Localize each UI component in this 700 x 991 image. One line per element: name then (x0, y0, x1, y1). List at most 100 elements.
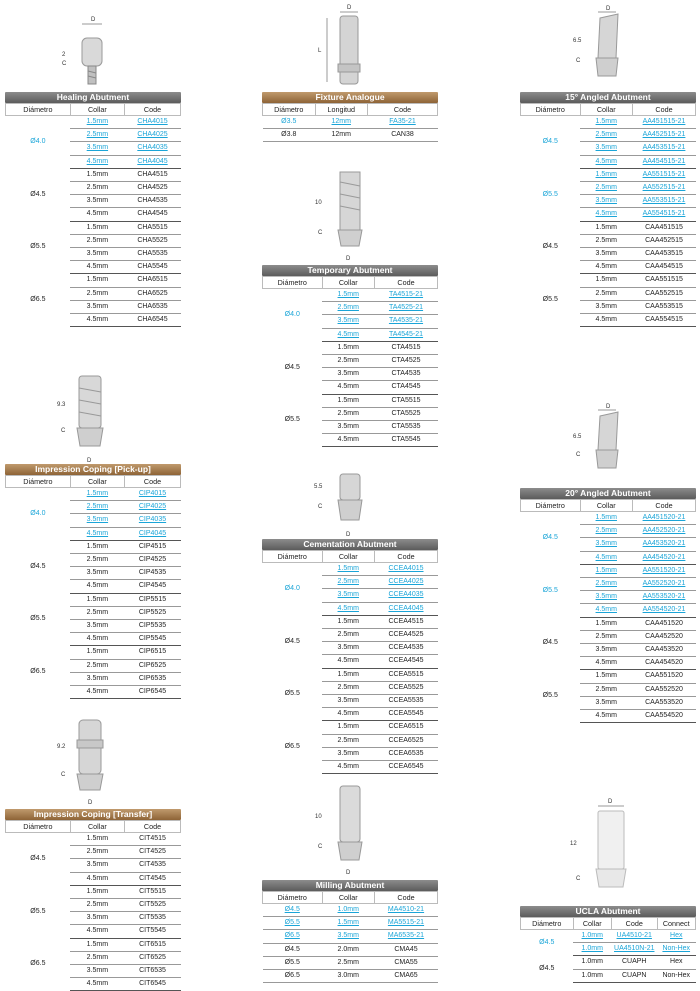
code-cell: CTA4535 (374, 367, 438, 382)
code-cell: AA551515-21 (632, 168, 696, 183)
collar-cell: 1.5mm (70, 938, 125, 952)
collar-cell: 1.0mm (573, 929, 612, 944)
code-cell: CIP6515 (124, 645, 181, 660)
dim-label: D (606, 404, 611, 410)
code-cell: CIP4025 (124, 500, 181, 515)
code-cell: CTA4545 (374, 380, 438, 395)
code-cell: CIP6545 (124, 685, 181, 700)
code-cell: MA6535-21 (374, 929, 438, 944)
code-cell: CHA6545 (124, 313, 181, 328)
dim-label: D (346, 256, 351, 262)
code-cell: CHA6535 (124, 300, 181, 315)
collar-cell: 2.5mm (580, 577, 633, 592)
collar-cell: 4.5mm (580, 551, 633, 565)
header-diametro: Diámetro (520, 917, 574, 930)
diameter-cell: Ø6.5 (30, 296, 46, 304)
header-collar: Collar (321, 891, 375, 904)
collar-cell: 2.5mm (70, 606, 125, 621)
code-cell: CHA6525 (124, 287, 181, 301)
header-diametro: Diámetro (520, 103, 581, 116)
dim-label: D (608, 799, 613, 805)
code-cell: CHA5535 (124, 247, 181, 262)
code-cell: CIT4515 (124, 832, 181, 847)
collar-cell: 1.0mm (573, 955, 612, 970)
code-cell: AA454520-21 (632, 551, 696, 565)
collar-cell: 1.5mm (70, 273, 125, 288)
code-cell: CIP4525 (124, 553, 181, 568)
collar-cell: 2.5mm (322, 628, 375, 643)
collar-cell: 1.5mm (70, 115, 125, 130)
dim-label: D (88, 800, 93, 806)
code-cell: AA452520-21 (632, 524, 696, 539)
collar-cell: 1.5mm (70, 885, 125, 900)
code-cell: CIT5515 (124, 885, 181, 900)
collar-cell: 2.5mm (322, 681, 375, 696)
code-cell: CCEA6525 (374, 734, 438, 748)
collar-cell: 4.5mm (580, 709, 633, 724)
collar-cell: 1.5mm (70, 832, 125, 847)
collar-cell: 1.0mm (573, 969, 612, 983)
collar-cell: 3.5mm (322, 588, 375, 603)
collar-cell: 1.5mm (322, 615, 375, 630)
code-cell: TA4515-21 (374, 288, 438, 303)
collar-cell: 1.5mm (322, 916, 375, 931)
collar-cell: 4.5mm (322, 654, 375, 669)
code-cell: CTA4525 (374, 354, 438, 369)
dim-label: C (61, 772, 66, 778)
collar-cell: 1.5mm (322, 394, 375, 408)
collar-cell: 3.5mm (580, 300, 633, 315)
collar-cell: 1.5mm (580, 168, 633, 183)
code-cell: CIP4515 (124, 540, 181, 555)
code-cell: UA4510N-21 (611, 942, 657, 957)
header-collar: Collar (572, 917, 612, 930)
code-cell: CAA551515 (632, 273, 696, 288)
code-cell: CAA453520 (632, 643, 696, 658)
connect-cell: Hex (657, 929, 696, 944)
collar-cell: 1.5mm (322, 288, 375, 303)
collar-cell: 2.5mm (322, 354, 375, 369)
connect-cell: Non-Hex (657, 942, 696, 957)
pickup-coping-diagram: 9.3 C D (57, 375, 104, 464)
diameter-cell: Ø5.5 (542, 190, 558, 198)
collar-cell: 1.5mm (580, 115, 633, 130)
code-cell: AA553520-21 (632, 590, 696, 605)
collar-cell: 4.5mm (322, 433, 375, 448)
code-cell: CHA4515 (124, 168, 181, 183)
code-cell: CIP4545 (124, 579, 181, 594)
code-cell: CIT4545 (124, 872, 181, 886)
dim-label: D (346, 870, 351, 876)
code-cell: CAA552520 (632, 683, 696, 697)
cementation-abutment-diagram: 5.5 C D (314, 473, 363, 538)
code-cell: CAA452515 (632, 234, 696, 249)
